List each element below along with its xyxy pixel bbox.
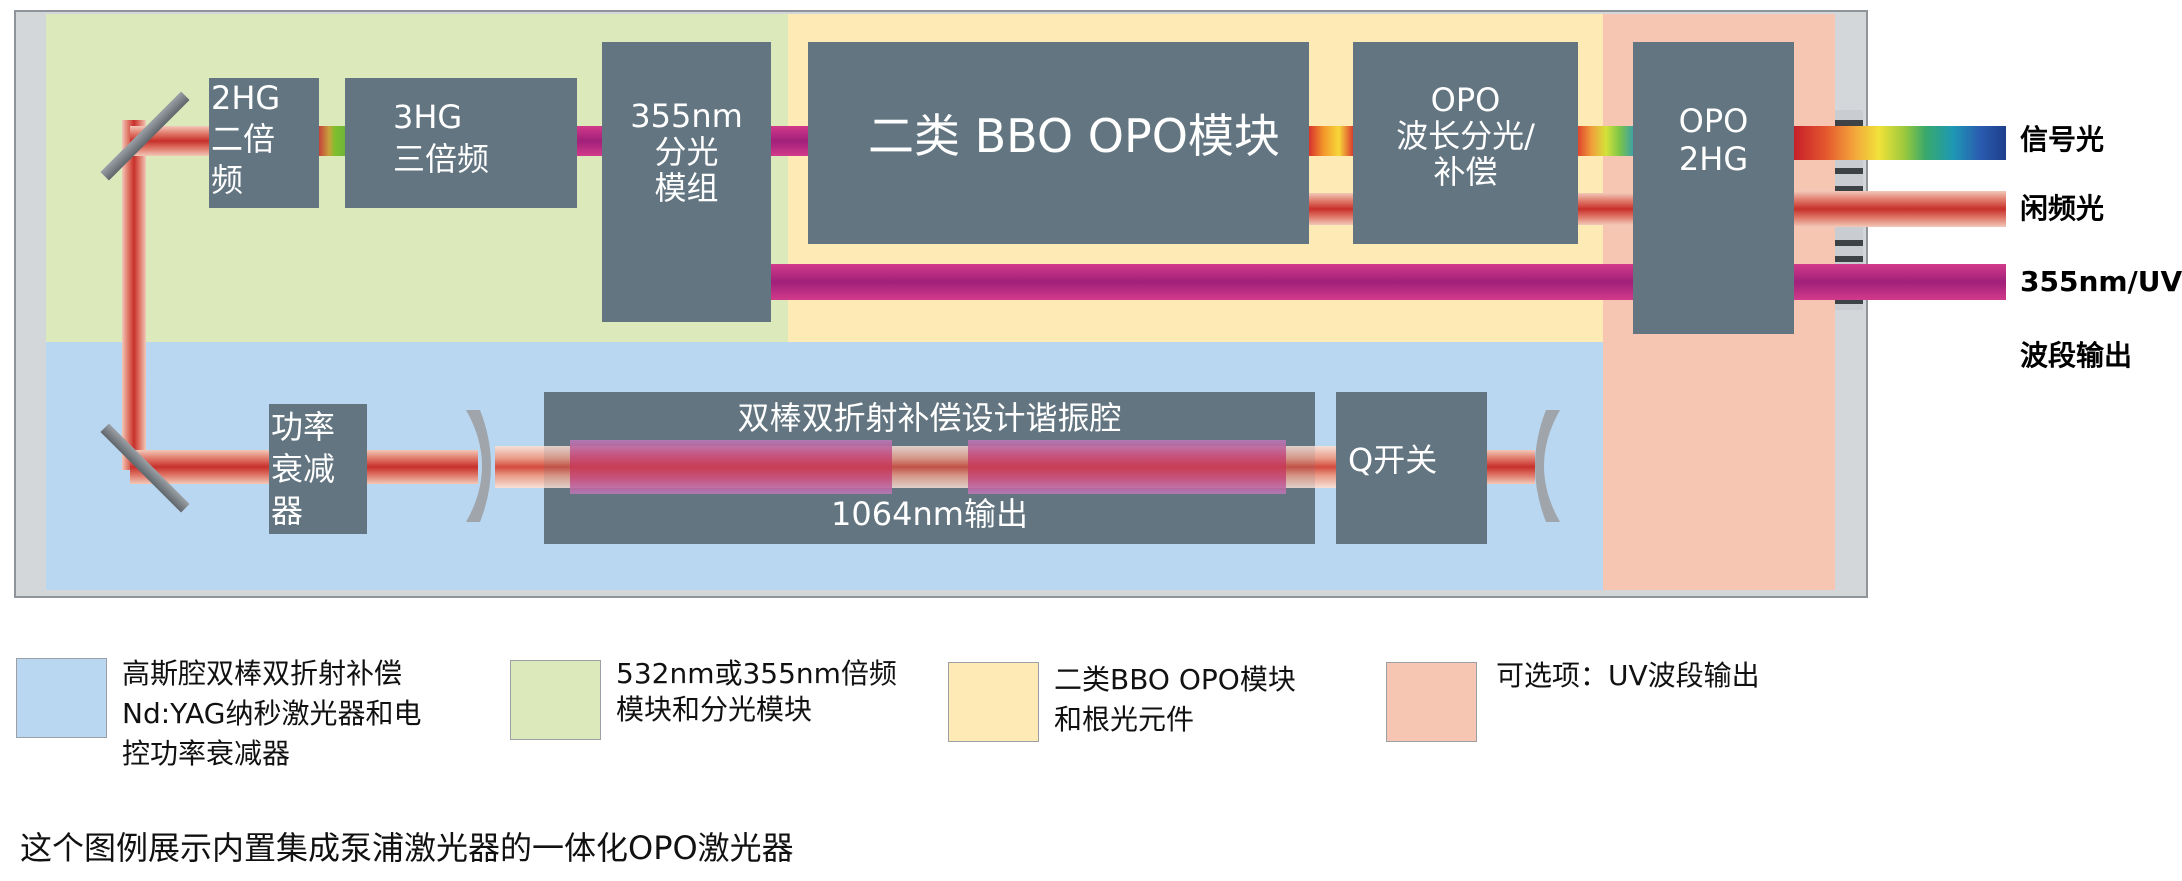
power-attenuator: 功率 衰减 器	[269, 404, 367, 534]
beam-vertical-1064	[122, 120, 146, 470]
nd-yag-rod-2	[968, 440, 1286, 494]
beam-bottom-b	[366, 450, 478, 484]
beam-355-a	[576, 126, 603, 156]
beam-idler-output	[1794, 191, 2006, 227]
legend-swatch-pump-laser	[16, 658, 107, 738]
opo-module: 二类 BBO OPO模块	[808, 42, 1309, 244]
beam-uv-output	[1794, 264, 2006, 300]
resonator-cavity-output: 1064nm输出	[831, 495, 1028, 533]
beam-532	[318, 126, 346, 156]
shg-module-label: 2HG 二倍 频	[211, 79, 281, 199]
beam-qswitch-right	[1487, 450, 1535, 484]
resonator-cavity-title: 双棒双折射补偿设计谐振腔	[737, 399, 1122, 437]
legend-swatch-opo	[948, 662, 1039, 742]
opo-2hg-module: OPO 2HG	[1633, 42, 1794, 334]
beam-355-b	[771, 126, 809, 156]
splitter-module: 355nm 分光 模组	[602, 42, 771, 322]
beam-idler-a	[1309, 193, 1354, 225]
cavity-mirror-right	[1535, 410, 1560, 522]
opo-2hg-label: OPO 2HG	[1678, 102, 1749, 178]
beam-signal-output	[1794, 126, 2006, 160]
thg-module-label: 3HG 三倍频	[393, 98, 490, 178]
legend-swatch-uv	[1386, 662, 1477, 742]
output-uv-label: 355nm/UV	[2020, 265, 2182, 298]
legend-text-opo: 二类BBO OPO模块 和根光元件	[1054, 663, 1296, 736]
wavelength-compensation-label: OPO 波长分光/ 补偿	[1396, 81, 1535, 191]
legend-text-harmonic: 532nm或355nm倍频 模块和分光模块	[616, 657, 897, 726]
legend-swatch-harmonic	[510, 660, 601, 740]
q-switch: Q开关	[1336, 392, 1487, 544]
cavity-mirror-left	[466, 410, 491, 522]
output-signal-label: 信号光	[2020, 123, 2105, 156]
q-switch-label: Q开关	[1348, 441, 1438, 479]
opo-module-label: 二类 BBO OPO模块	[868, 109, 1280, 163]
wavelength-compensation-module: OPO 波长分光/ 补偿	[1353, 42, 1578, 244]
legend-text-pump-laser: 高斯腔双棒双折射补偿 Nd:YAG纳秒激光器和电 控功率衰减器	[122, 657, 422, 770]
output-uv-sublabel: 波段输出	[2020, 339, 2133, 372]
beam-signal-to-2hg	[1578, 126, 1634, 156]
legend-text-uv: 可选项：UV波段输出	[1496, 659, 1760, 692]
shg-module: 2HG 二倍 频	[209, 78, 319, 208]
power-attenuator-label: 功率 衰减 器	[271, 408, 336, 530]
beam-uv	[771, 264, 1634, 300]
beam-opo-signal	[1309, 126, 1354, 156]
nd-yag-rod-1	[570, 440, 892, 494]
beam-idler-b	[1578, 193, 1634, 225]
splitter-module-label: 355nm 分光 模组	[630, 97, 743, 207]
thg-module: 3HG 三倍频	[345, 78, 577, 208]
output-idler-label: 闲频光	[2020, 192, 2105, 225]
figure-caption: 这个图例展示内置集成泵浦激光器的一体化OPO激光器	[20, 829, 794, 867]
